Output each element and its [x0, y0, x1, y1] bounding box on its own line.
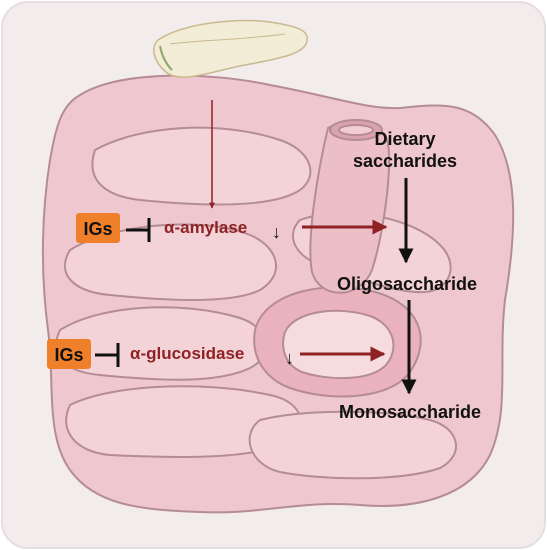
inhibition-symbol-top [126, 218, 151, 242]
oligosaccharide-label: Oligosaccharide [337, 274, 477, 294]
igs-label-top: IGs [83, 219, 112, 239]
igs-box-top [76, 213, 120, 243]
glucosidase-decrease-indicator: ↓ [285, 348, 294, 368]
pancreas-illustration [153, 19, 308, 78]
dietary-saccharides-label-line1: Dietary [374, 129, 435, 149]
alpha-amylase-label: α-amylase [164, 218, 247, 237]
dietary-saccharides-label-line2: saccharides [353, 151, 457, 171]
intestine-illustration [41, 74, 515, 514]
monosaccharide-label: Monosaccharide [339, 402, 481, 422]
igs-box-bottom [47, 339, 91, 369]
alpha-glucosidase-label: α-glucosidase [130, 344, 244, 363]
amylase-decrease-indicator: ↓ [272, 222, 281, 242]
igs-label-bottom: IGs [54, 345, 83, 365]
inhibition-symbol-bottom [95, 343, 120, 367]
